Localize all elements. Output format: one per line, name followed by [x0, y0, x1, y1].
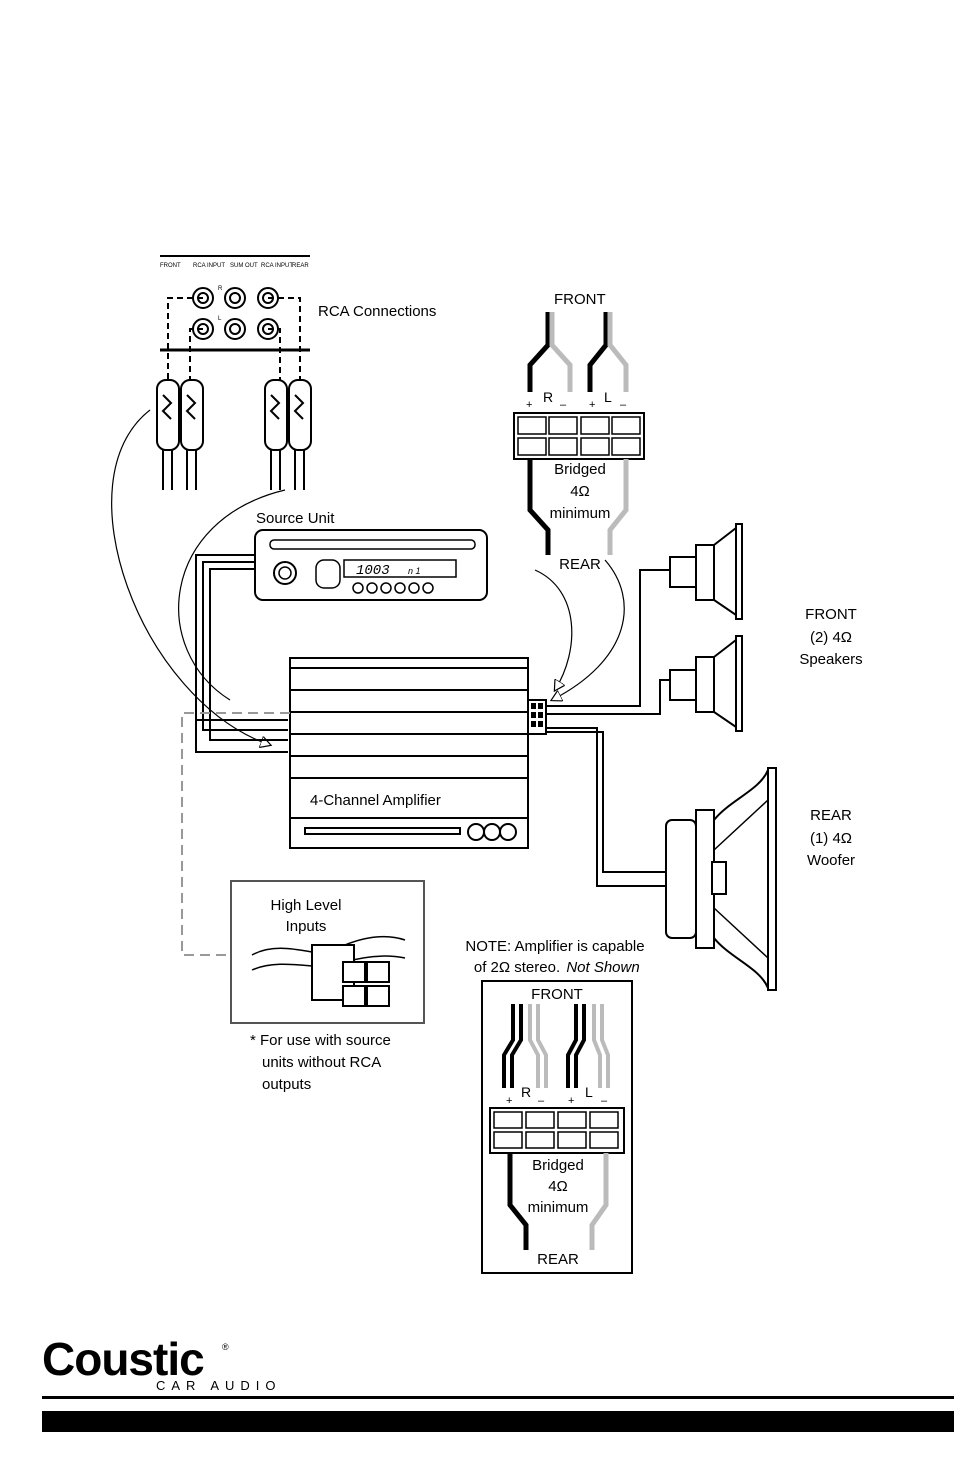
front-speakers-label: FRONT (2) 4Ω Speakers	[799, 606, 862, 668]
amplifier: 4-Channel Amplifier	[289, 657, 547, 849]
amplifier-label: 4-Channel Amplifier	[310, 792, 441, 809]
front-r-label: R	[543, 389, 553, 405]
note-line-2b: Not Shown	[566, 959, 639, 976]
brand-logo: Coustic ® CAR AUDIO	[42, 1333, 282, 1393]
inset-minus-r: –	[538, 1095, 545, 1107]
note-line-1: NOTE: Amplifier is capable	[465, 938, 644, 955]
front-speakers	[669, 523, 743, 732]
source-unit-display-small: n 1	[408, 566, 421, 576]
rear-woofer-label: REAR (1) 4Ω Woofer	[807, 807, 855, 869]
high-level-title-1: High Level	[271, 897, 342, 914]
inset-plus-r: +	[506, 1095, 512, 1107]
svg-text:REAR: REAR	[810, 807, 852, 824]
front-l-label: L	[604, 389, 612, 405]
rca-rear-label: REAR	[292, 263, 309, 269]
high-level-note-1: * For use with source	[250, 1032, 391, 1049]
front-terminal-block: FRONT + R – + L – Bridged 4Ω minimum REA…	[513, 291, 645, 573]
front-terminal-rear: REAR	[559, 556, 601, 573]
rca-l-label: L	[218, 316, 222, 322]
high-level-dashed-wire	[181, 712, 290, 956]
rca-input-right-label: RCA INPUT	[261, 263, 293, 269]
note-line-2a: of 2Ω stereo.	[474, 959, 560, 976]
inset-l-label: L	[585, 1084, 593, 1100]
svg-text:Speakers: Speakers	[799, 651, 862, 668]
inset-bridged-1: Bridged	[532, 1157, 584, 1174]
front-plus-r: +	[526, 399, 532, 411]
inset-bridged-3: minimum	[528, 1199, 589, 1216]
high-level-title-2: Inputs	[286, 918, 327, 935]
inset-bridged-2: 4Ω	[548, 1178, 568, 1195]
front-minus-l: –	[620, 399, 627, 411]
front-bridged-1: Bridged	[554, 461, 606, 478]
speaker-wires	[546, 569, 722, 887]
inset-plus-l: +	[568, 1095, 574, 1107]
rca-plugs	[156, 379, 312, 490]
svg-text:Woofer: Woofer	[807, 852, 855, 869]
inset-r-label: R	[521, 1084, 531, 1100]
front-terminal-title: FRONT	[554, 291, 606, 308]
front-minus-r: –	[560, 399, 567, 411]
rear-woofer	[665, 767, 777, 991]
stereo-note: NOTE: Amplifier is capable of 2Ω stereo.…	[465, 938, 644, 976]
front-plus-l: +	[589, 399, 595, 411]
car-audio-tagline: CAR AUDIO	[156, 1378, 282, 1393]
rca-r-label: R	[218, 286, 223, 292]
footer-bar	[42, 1411, 954, 1432]
terminal-to-amp-arrows	[534, 559, 625, 700]
inset-minus-l: –	[601, 1095, 608, 1107]
source-unit-display: 1003	[356, 563, 390, 579]
inset-front-label: FRONT	[531, 986, 583, 1003]
high-level-inputs: High Level Inputs * For use with source …	[230, 880, 425, 1093]
inset-2ohm-diagram: FRONT + R – + L – Bridged 4Ω minimum REA…	[481, 980, 633, 1274]
svg-text:(1) 4Ω: (1) 4Ω	[810, 830, 852, 847]
rca-panel: FRONT RCA INPUT SUM OUT RCA INPUT REAR R…	[160, 255, 436, 380]
rca-connections-title: RCA Connections	[318, 303, 436, 320]
coustic-logo: Coustic	[42, 1333, 204, 1385]
front-bridged-3: minimum	[550, 505, 611, 522]
inset-rear-label: REAR	[537, 1251, 579, 1268]
footer-divider	[42, 1396, 954, 1399]
high-level-note-2: units without RCA	[262, 1054, 381, 1071]
high-level-note-3: outputs	[262, 1076, 311, 1093]
svg-text:FRONT: FRONT	[805, 606, 857, 623]
front-bridged-2: 4Ω	[570, 483, 590, 500]
source-to-amp-wires	[195, 554, 288, 753]
rca-input-left-label: RCA INPUT	[193, 263, 225, 269]
rca-front-label: FRONT	[160, 263, 181, 269]
sum-out-label: SUM OUT	[230, 263, 258, 269]
source-unit-label: Source Unit	[256, 510, 335, 527]
registered-mark: ®	[222, 1342, 229, 1352]
source-unit: Source Unit 1003 n 1	[254, 510, 488, 601]
svg-text:(2) 4Ω: (2) 4Ω	[810, 629, 852, 646]
